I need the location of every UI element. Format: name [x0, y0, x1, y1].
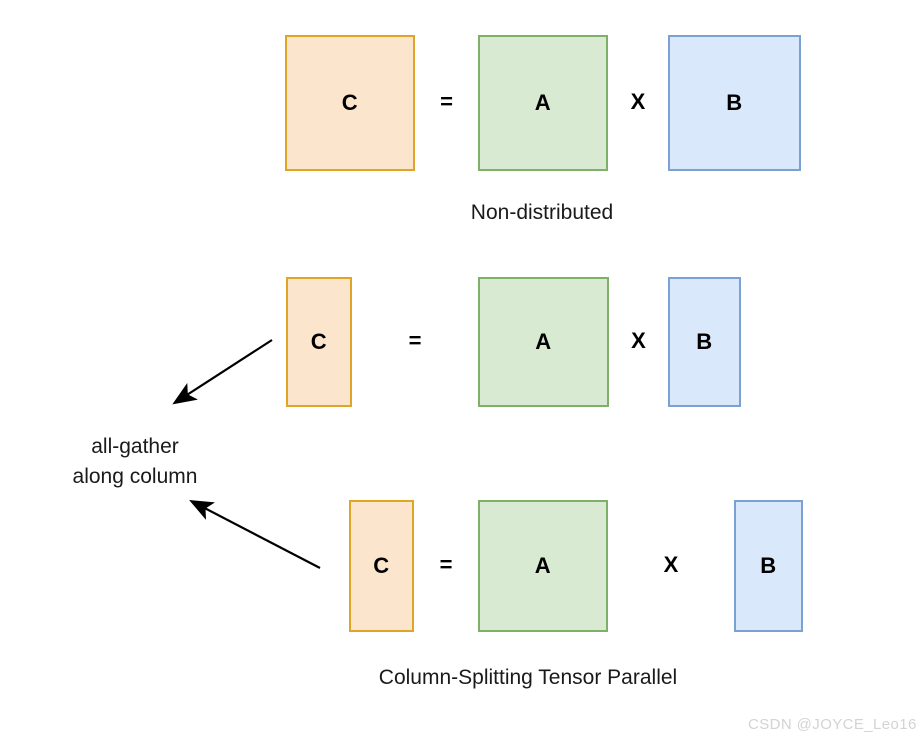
- matrix-label-b: B: [726, 90, 743, 115]
- csdn-watermark: CSDN @JOYCE_Leo16: [748, 716, 917, 733]
- matrix-box-a-row1: A: [478, 35, 608, 171]
- all-gather-arrow-lower-icon: [189, 499, 321, 569]
- matrix-label-a: A: [534, 553, 552, 578]
- times-operator-row2: X: [631, 328, 646, 353]
- matrix-label-a: A: [535, 329, 552, 354]
- matrix-box-b-row3: B: [734, 500, 803, 632]
- times-operator-row1: X: [630, 89, 646, 114]
- matrix-label-a: A: [534, 90, 552, 115]
- matrix-label-b: B: [696, 329, 713, 354]
- matrix-box-b-row1: B: [668, 35, 801, 171]
- annotation-line-2: along column: [72, 465, 198, 489]
- annotation-line-1: all-gather: [91, 435, 179, 458]
- matrix-box-a-row2: A: [478, 277, 609, 407]
- matrix-box-b-row2: B: [668, 277, 741, 407]
- all-gather-arrow-upper-icon: [172, 339, 273, 405]
- equals-operator-row3: =: [439, 552, 453, 577]
- times-operator-row3: X: [663, 552, 679, 577]
- matrix-box-c-row1: C: [285, 35, 415, 171]
- equals-operator-row2: =: [408, 328, 422, 353]
- matrix-box-a-row3: A: [478, 500, 608, 632]
- matrix-label-c: C: [373, 553, 390, 578]
- matrix-box-c-row2: C: [286, 277, 352, 407]
- matrix-label-c: C: [310, 329, 328, 354]
- caption-non-distributed: Non-distributed: [470, 201, 614, 224]
- all-gather-annotation: all-gather along column: [25, 432, 245, 493]
- matrix-label-c: C: [341, 90, 359, 115]
- caption-column-splitting-tensor-parallel: Column-Splitting Tensor Parallel: [378, 666, 678, 689]
- matrix-box-c-row3: C: [349, 500, 414, 632]
- equals-operator-row1: =: [440, 89, 453, 114]
- matrix-label-b: B: [760, 553, 777, 578]
